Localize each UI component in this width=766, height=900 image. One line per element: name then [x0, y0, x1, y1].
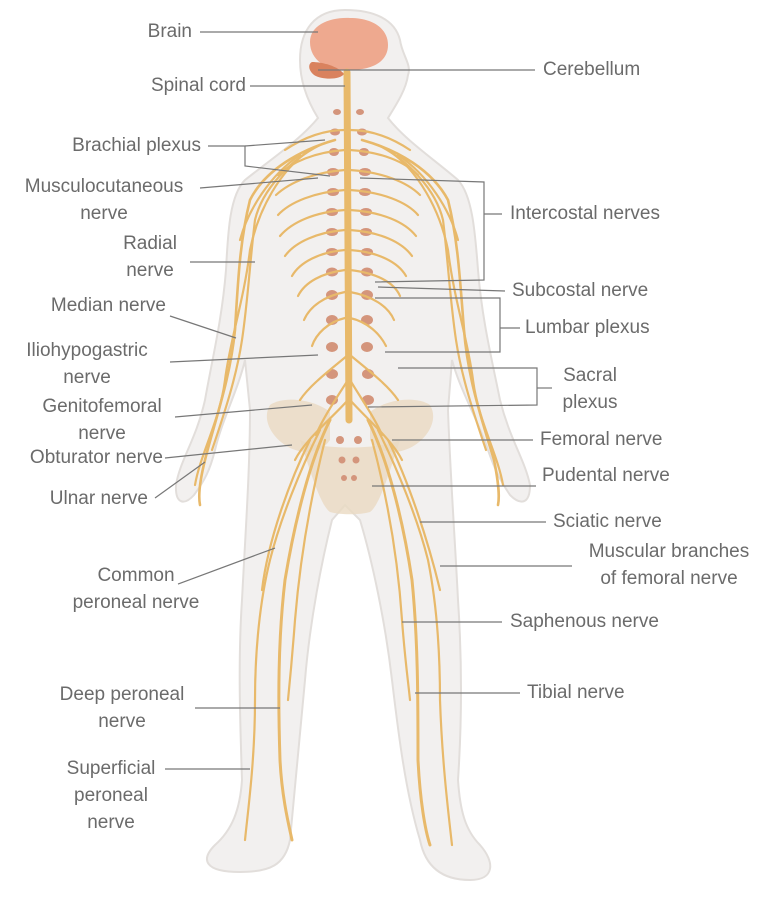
- label-iliohypogastric-line2: nerve: [63, 367, 111, 388]
- label-tibial-nerve: Tibial nerve: [527, 682, 625, 703]
- label-femoral-nerve: Femoral nerve: [540, 429, 663, 450]
- brain-shape: [310, 17, 388, 71]
- label-superficial-line2: peroneal: [74, 785, 148, 806]
- label-musculocutaneous-line2: nerve: [80, 203, 128, 224]
- label-saphenous-nerve: Saphenous nerve: [510, 611, 659, 632]
- label-sacral-line1: Sacral: [563, 365, 617, 386]
- label-obturator-nerve: Obturator nerve: [29, 447, 163, 468]
- label-muscular-line1: Muscular branches: [588, 541, 750, 562]
- body-silhouette: [174, 8, 532, 882]
- label-musculocutaneous-line1: Musculocutaneous: [24, 176, 184, 197]
- peripheral-nerves: [193, 128, 505, 847]
- label-spinal-cord: Spinal cord: [150, 75, 246, 96]
- label-iliohypogastric-nerve: Iliohypogastric nerve: [12, 340, 162, 389]
- label-superficial-peroneal-nerve: Superficial peroneal nerve: [52, 758, 170, 834]
- label-common-peroneal-nerve: Common peroneal nerve: [70, 565, 202, 614]
- label-sacral-plexus: Sacral plexus: [552, 365, 628, 414]
- label-radial-line2: nerve: [126, 260, 174, 281]
- label-sacral-line2: plexus: [562, 392, 618, 413]
- label-sciatic-nerve: Sciatic nerve: [553, 511, 662, 532]
- label-common-peroneal-line2: peroneal nerve: [72, 592, 200, 613]
- label-genitofemoral-nerve: Genitofemoral nerve: [28, 396, 176, 445]
- label-superficial-line1: Superficial: [66, 758, 156, 779]
- label-muscular-branches: Muscular branches of femoral nerve: [574, 541, 764, 590]
- label-genitofemoral-line2: nerve: [78, 423, 126, 444]
- leader-lines: [154, 31, 572, 770]
- label-radial-nerve: Radial nerve: [115, 233, 185, 282]
- label-brain: Brain: [147, 21, 192, 42]
- label-iliohypogastric-line1: Iliohypogastric: [26, 340, 148, 361]
- label-intercostal-nerves: Intercostal nerves: [510, 203, 660, 224]
- label-radial-line1: Radial: [123, 233, 177, 254]
- label-common-peroneal-line1: Common: [97, 565, 175, 586]
- label-muscular-line2: of femoral nerve: [600, 568, 738, 589]
- label-median-nerve: Median nerve: [50, 295, 166, 316]
- label-musculocutaneous-nerve: Musculocutaneous nerve: [10, 176, 198, 225]
- label-pudental-nerve: Pudental nerve: [542, 465, 670, 486]
- label-deep-peroneal-line2: nerve: [98, 711, 146, 732]
- label-genitofemoral-line1: Genitofemoral: [42, 396, 162, 417]
- spinal-cord-shape: [343, 68, 353, 424]
- label-brachial-plexus: Brachial plexus: [72, 135, 201, 156]
- label-lumbar-plexus: Lumbar plexus: [525, 317, 650, 338]
- label-deep-peroneal-nerve: Deep peroneal nerve: [44, 684, 200, 733]
- label-superficial-line3: nerve: [87, 812, 135, 833]
- label-ulnar-nerve: Ulnar nerve: [49, 488, 148, 509]
- label-cerebellum: Cerebellum: [543, 59, 641, 80]
- label-subcostal-nerve: Subcostal nerve: [512, 280, 649, 301]
- label-deep-peroneal-line1: Deep peroneal: [59, 684, 185, 705]
